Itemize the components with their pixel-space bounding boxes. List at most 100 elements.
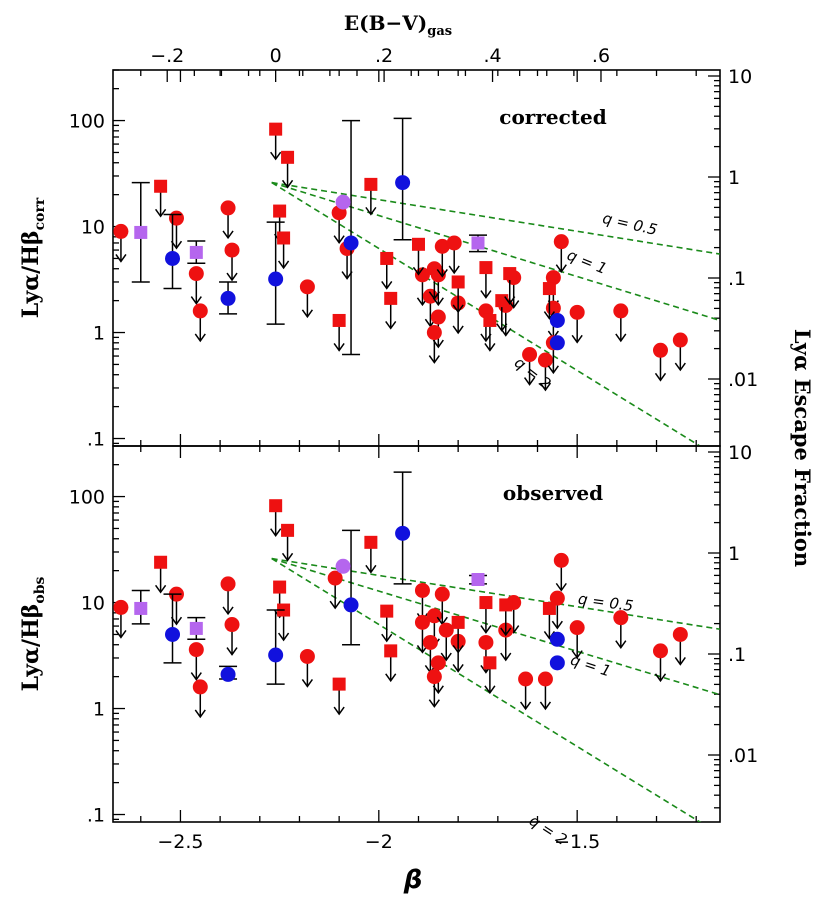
right-tick-label: .01 (728, 369, 758, 391)
x-tick-label: −1.5 (554, 831, 600, 853)
data-point (189, 621, 203, 635)
arrow-head (270, 151, 282, 161)
arrow-head (654, 673, 667, 683)
right-tick-label: 10 (728, 66, 752, 88)
q-curve (271, 181, 720, 255)
arrow-head (281, 179, 294, 189)
arrow-head (452, 304, 464, 314)
data-point (422, 634, 438, 650)
data-point (299, 279, 315, 295)
data-point (220, 576, 236, 592)
data-point (479, 596, 493, 610)
right-tick-label: 10 (728, 442, 752, 464)
data-point (327, 570, 343, 586)
arrow-head (674, 657, 686, 666)
arrow-head (654, 372, 667, 382)
data-point (380, 251, 394, 265)
arrow-head (301, 309, 314, 319)
y-tick-label: .1 (87, 805, 105, 827)
data-point (499, 598, 513, 612)
arrow-head (539, 701, 552, 711)
q-curve-label: q = 0.5 (577, 590, 634, 616)
arrow-head (190, 672, 202, 681)
arrow-head (194, 333, 206, 343)
arrow-head (428, 699, 440, 708)
data-point (471, 573, 485, 587)
right-tick-label: 1 (728, 167, 740, 189)
arrow-head (555, 582, 567, 592)
data-point (332, 313, 346, 327)
top-tick-label: .2 (375, 45, 393, 67)
data-point (364, 177, 378, 191)
arrow-head (222, 230, 234, 240)
right-axis-title: Lyα Escape Fraction (790, 329, 815, 567)
arrow-head (385, 673, 397, 683)
data-point (672, 332, 688, 348)
arrow-head (329, 600, 341, 610)
y-tick-label: 10 (81, 593, 105, 615)
arrow-head (484, 685, 496, 695)
data-point (549, 631, 565, 647)
data-point (192, 303, 208, 319)
data-point (113, 599, 129, 615)
data-point (479, 261, 493, 275)
panel-label: corrected (499, 105, 606, 129)
arrow-head (504, 296, 516, 305)
right-tick-label: .1 (728, 644, 746, 666)
arrow-head (480, 290, 492, 299)
data-point (273, 204, 287, 218)
right-tick-label: .01 (728, 745, 758, 767)
data-point (518, 671, 534, 687)
y-tick-label: 100 (69, 487, 105, 509)
arrow-head (571, 334, 583, 344)
top-tick-label: .4 (483, 45, 501, 67)
data-point (269, 499, 283, 513)
data-point (273, 580, 287, 594)
arrow-head (452, 663, 464, 673)
data-point (613, 303, 629, 319)
data-point (411, 237, 425, 251)
arrow-head (436, 268, 448, 278)
y-tick-label: 10 (81, 217, 105, 239)
data-point (503, 267, 517, 281)
arrow-head (523, 377, 536, 386)
bottom-axis-title: β (403, 865, 423, 895)
data-point (395, 525, 411, 541)
data-point (483, 313, 497, 327)
data-point (542, 601, 556, 615)
data-point (451, 615, 465, 629)
data-point (430, 655, 446, 671)
arrow-head (385, 320, 397, 330)
top-axis-title: E(B−V)gas (344, 11, 452, 39)
right-tick-label: 1 (728, 543, 740, 565)
y-tick-label: .1 (87, 429, 105, 451)
y-axis-title: Lyα/Hβcorr (18, 197, 48, 318)
data-point (414, 582, 430, 598)
data-point (430, 309, 446, 325)
data-point (134, 601, 148, 615)
arrow-head (500, 627, 512, 637)
data-point (569, 620, 585, 636)
data-point (224, 617, 240, 633)
arrow-head (115, 629, 127, 639)
data-point (537, 671, 553, 687)
data-point (652, 643, 668, 659)
data-point (652, 342, 668, 358)
arrow-head (615, 333, 627, 343)
data-point (434, 586, 450, 602)
arrow-head (496, 323, 508, 332)
arrow-head (615, 640, 627, 649)
data-point (446, 235, 462, 251)
arrow-head (452, 325, 464, 335)
data-point (495, 294, 509, 308)
data-point (384, 644, 398, 658)
panel-observed: .1110100.01.1110−2.5−2−1.5Lyα/Hβobsobser… (18, 442, 758, 853)
data-point (277, 231, 291, 245)
arrow-head (333, 235, 345, 245)
arrow-head (115, 253, 127, 263)
data-point (168, 210, 184, 226)
data-point (268, 647, 284, 663)
arrow-head (226, 272, 238, 282)
